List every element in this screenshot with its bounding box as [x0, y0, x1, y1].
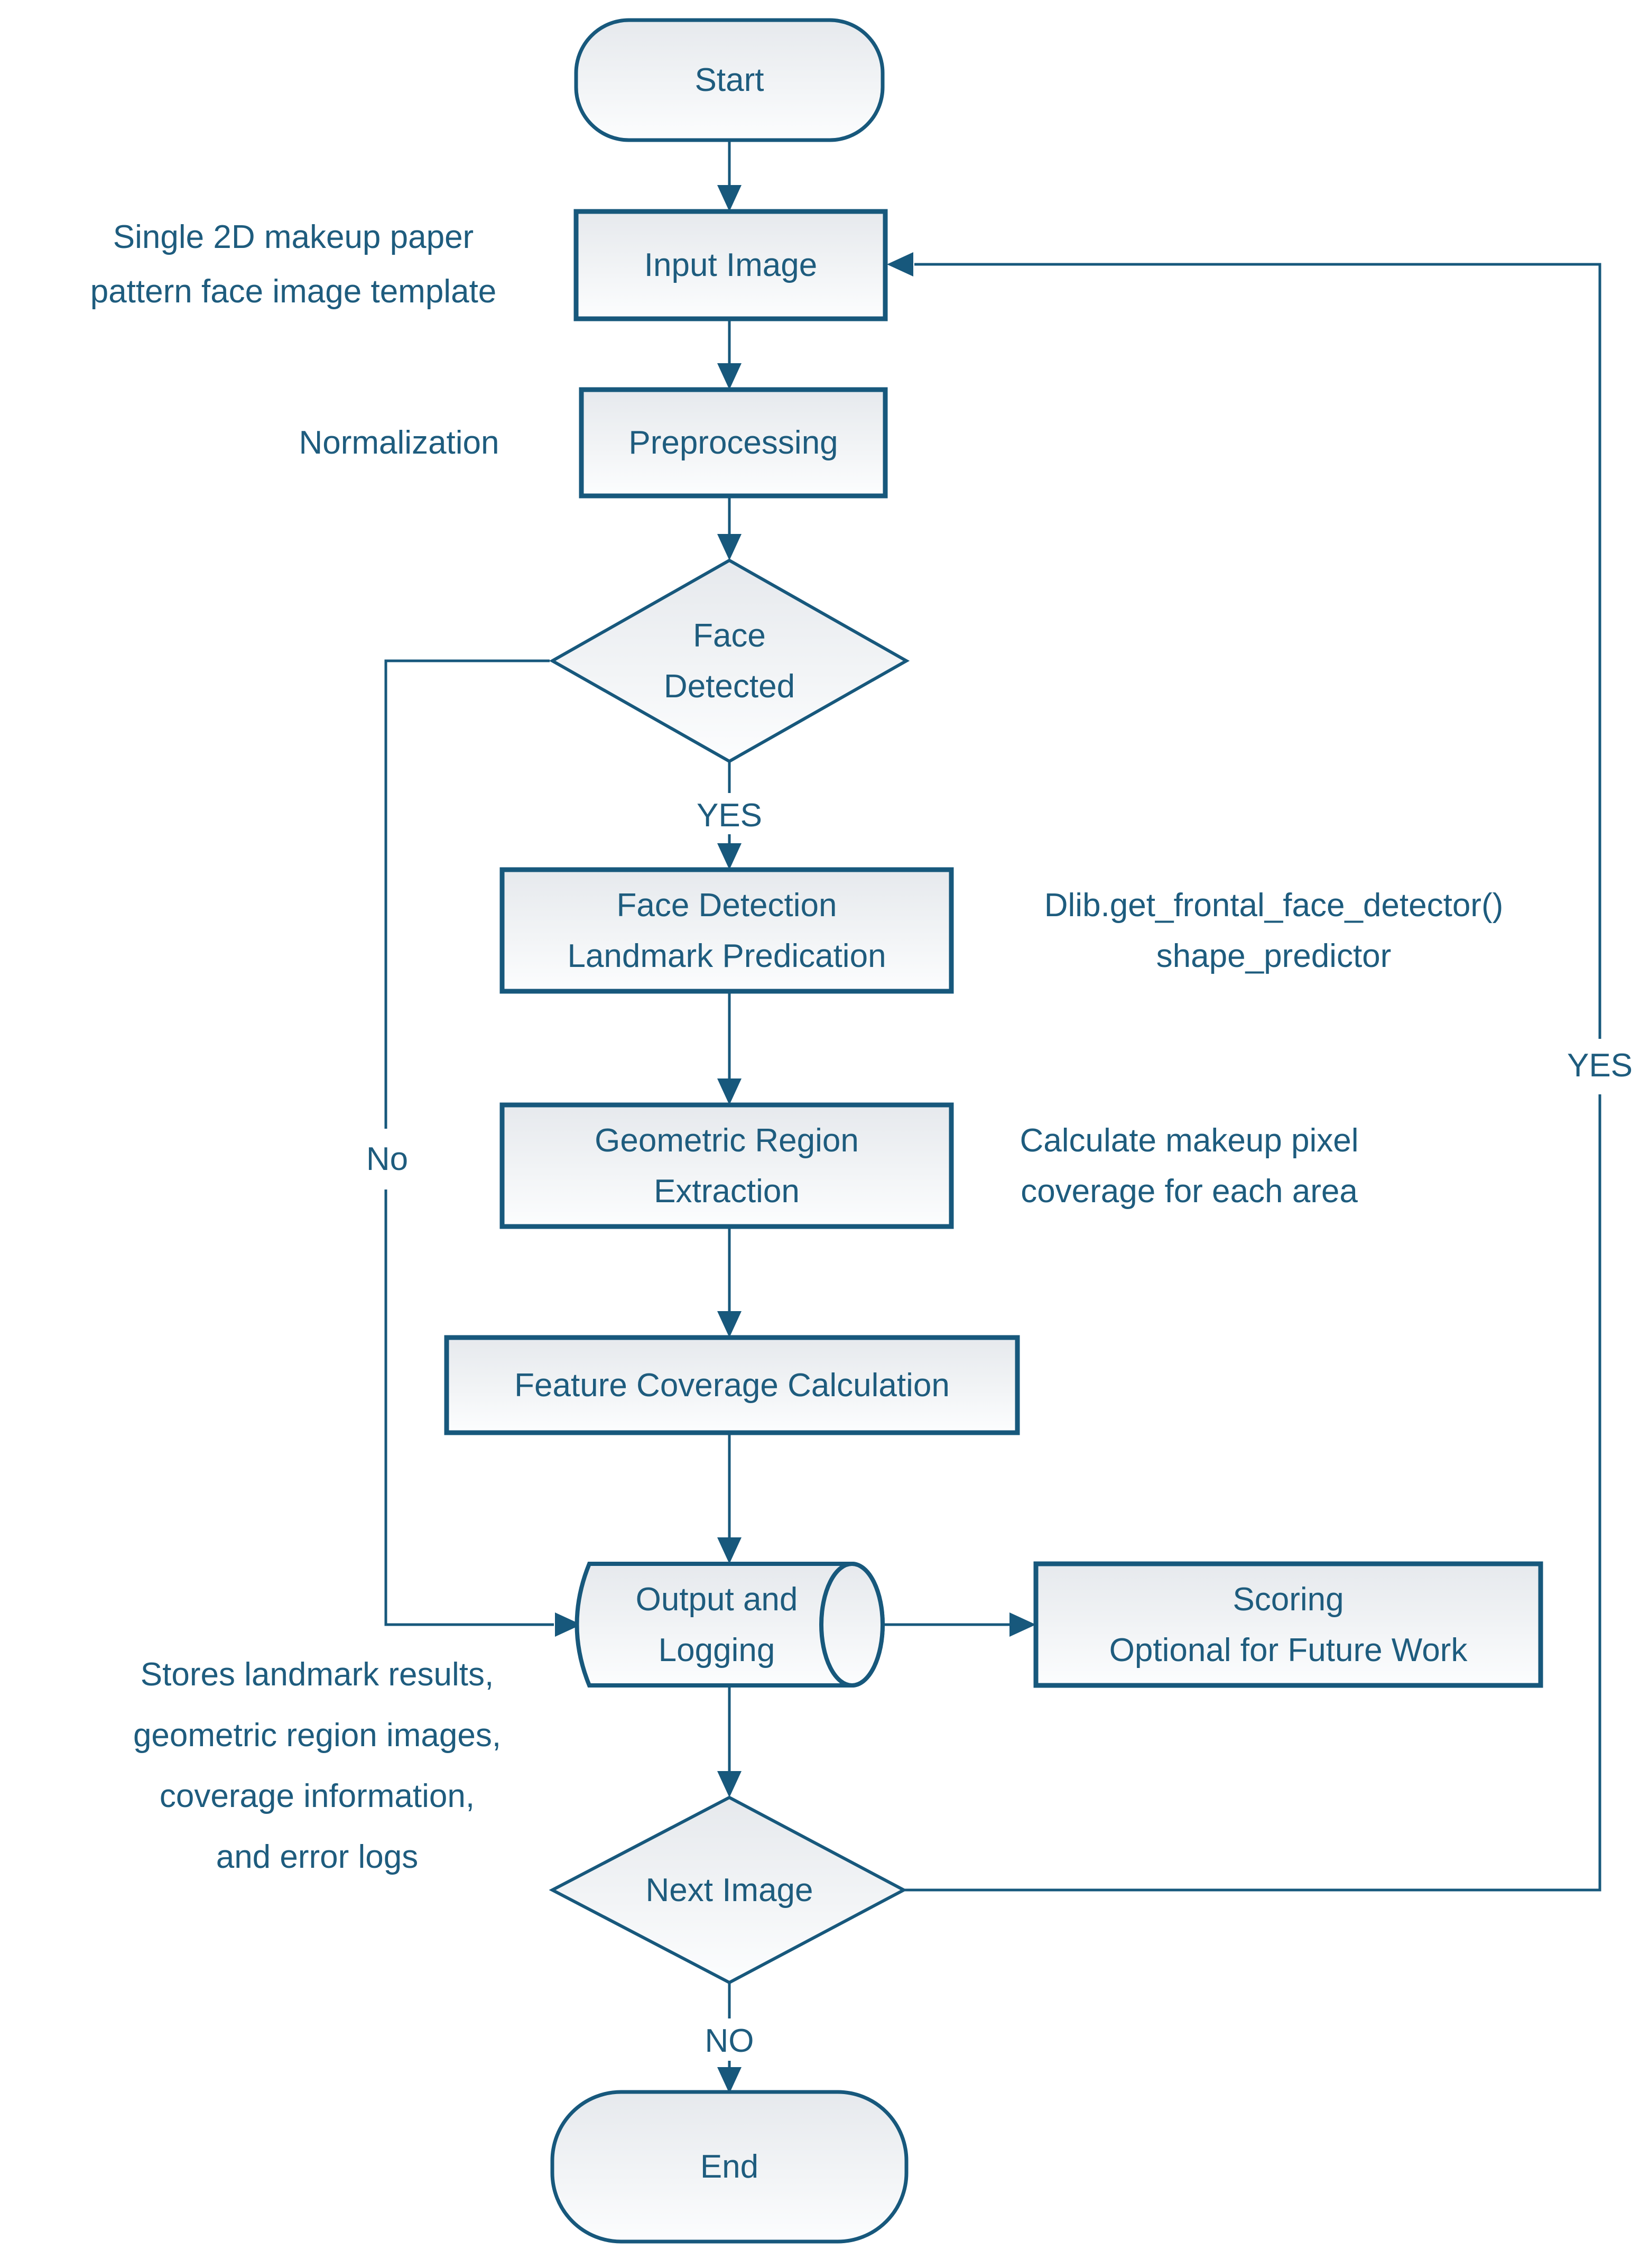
geometric-region-line2: Extraction: [654, 1173, 800, 1210]
end-node-label: End: [700, 2149, 759, 2185]
scoring-line1: Scoring: [1233, 1581, 1344, 1618]
geometric-region-node-shape: [499, 1102, 954, 1229]
storage-note-line2: geometric region images,: [133, 1717, 502, 1754]
next-image-yes-edge-label: YES: [1567, 1047, 1633, 1084]
arrowhead-no-branch-to-output: [555, 1612, 581, 1637]
face-detection-line1: Face Detection: [616, 887, 837, 924]
face-detected-yes-edge-label: YES: [696, 797, 763, 834]
scoring-node-shape: [1033, 1561, 1543, 1688]
output-logging-line1: Output and: [635, 1581, 798, 1618]
arrowhead-start-to-input: [717, 185, 742, 211]
input-note-line2: pattern face image template: [90, 273, 497, 310]
next-image-no-edge-label: NO: [705, 2023, 754, 2059]
face-detected-line2: Detected: [663, 668, 795, 705]
arrowhead-input-to-preprocessing: [717, 363, 742, 390]
preprocessing-node-label: Preprocessing: [628, 425, 838, 461]
arrowhead-next-image-no-to-end: [717, 2067, 742, 2094]
edge-next-image-yes-loop: [904, 263, 1601, 1892]
feature-coverage-node-label: Feature Coverage Calculation: [514, 1367, 950, 1404]
arrowhead-preprocessing-to-face-detected: [717, 534, 742, 560]
storage-note-line1: Stores landmark results,: [140, 1656, 494, 1693]
coverage-note: Calculate makeup pixel coverage for each…: [962, 1105, 1416, 1227]
arrowhead-geometric-to-feature: [717, 1311, 742, 1338]
face-detection-line2: Landmark Predication: [567, 937, 886, 974]
face-detected-line1: Face: [693, 617, 766, 654]
arrowhead-feature-to-output: [717, 1537, 742, 1564]
geometric-region-line1: Geometric Region: [595, 1122, 859, 1159]
face-detected-decision-label: Face Detected: [579, 583, 880, 739]
output-logging-line2: Logging: [658, 1631, 775, 1668]
edge-face-detected-no-branch: [384, 659, 554, 1626]
face-detection-landmark-node-label: Face Detection Landmark Predication: [502, 870, 951, 991]
input-image-node-shape: [573, 209, 888, 321]
input-note-line1: Single 2D makeup paper: [113, 219, 474, 255]
input-image-note: Single 2D makeup paper pattern face imag…: [32, 209, 555, 320]
face-detection-landmark-node-shape: [499, 867, 954, 994]
start-node-shape: [574, 18, 885, 142]
output-logging-datastore-endcap: [819, 1562, 885, 1688]
end-node-shape: [550, 2090, 909, 2244]
face-detected-no-edge-label: No: [366, 1141, 409, 1177]
preprocessing-note: Normalization: [299, 424, 499, 461]
arrowhead-output-to-next-image: [717, 1771, 742, 1797]
next-image-decision-label: Next Image: [645, 1871, 813, 1909]
coverage-note-line2: coverage for each area: [1021, 1173, 1358, 1210]
next-image-decision-shape: [549, 1795, 907, 1985]
arrowhead-yes-loop-to-input: [887, 252, 913, 276]
output-logging-datastore-label: Output and Logging: [581, 1564, 852, 1685]
arrowhead-facedetection-to-geometric: [717, 1078, 742, 1105]
scoring-line2: Optional for Future Work: [1109, 1631, 1468, 1668]
dlib-note: Dlib.get_frontal_face_detector() shape_p…: [962, 870, 1586, 991]
input-image-node-label: Input Image: [644, 247, 818, 283]
arrowhead-face-detected-yes: [717, 843, 742, 870]
face-detected-decision-shape: [549, 558, 910, 763]
arrowhead-output-to-scoring: [1009, 1612, 1036, 1637]
coverage-note-line1: Calculate makeup pixel: [1020, 1122, 1359, 1159]
feature-coverage-node-shape: [444, 1335, 1020, 1435]
dlib-note-line2: shape_predictor: [1156, 937, 1392, 974]
storage-note-line4: and error logs: [216, 1839, 419, 1875]
geometric-region-node-label: Geometric Region Extraction: [502, 1105, 951, 1227]
dlib-note-line1: Dlib.get_frontal_face_detector(): [1044, 887, 1504, 924]
scoring-node-label: Scoring Optional for Future Work: [1036, 1564, 1541, 1685]
preprocessing-node-shape: [579, 387, 888, 499]
start-node-label: Start: [694, 62, 764, 98]
storage-note-line3: coverage information,: [159, 1778, 475, 1814]
storage-note: Stores landmark results, geometric regio…: [50, 1642, 584, 1890]
